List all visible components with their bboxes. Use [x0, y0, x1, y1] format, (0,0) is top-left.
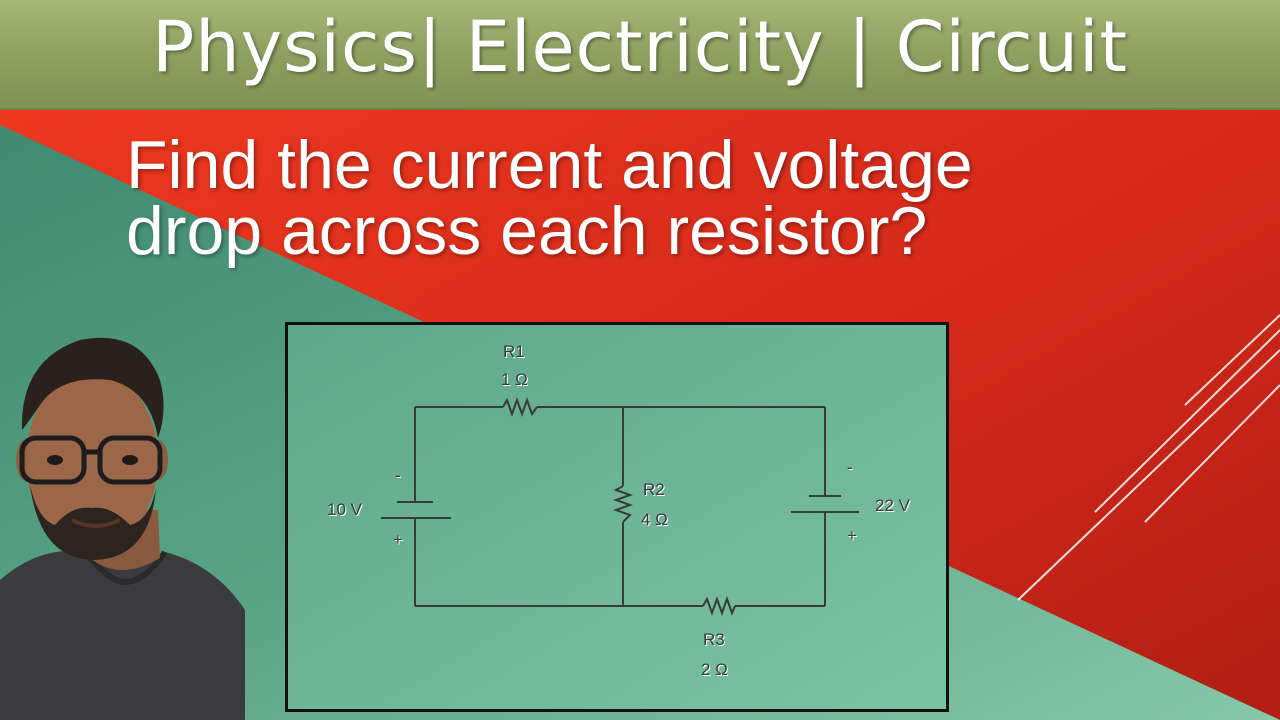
battery-left-voltage-label: 10 V — [327, 500, 362, 519]
r1-name-label: R1 — [503, 342, 525, 361]
resistor-r2-symbol — [613, 485, 633, 523]
r2-value-label: 4 Ω — [641, 510, 668, 529]
question-line-1: Find the current and voltage — [126, 127, 973, 203]
battery-right-symbol — [791, 495, 859, 513]
circuit-diagram: R1 1 Ω R2 4 Ω R3 2 Ω 10 V - + 22 V - + — [285, 322, 949, 712]
presenter-photo — [0, 337, 245, 720]
battery-right-minus-label: - — [847, 458, 853, 477]
battery-right-voltage-label: 22 V — [875, 496, 910, 515]
battery-left-plus-label: + — [393, 530, 403, 549]
slide-title: Physics| Electricity | Circuit — [152, 6, 1128, 88]
r3-value-label: 2 Ω — [701, 660, 728, 679]
decorative-lines — [1017, 314, 1280, 601]
r3-name-label: R3 — [703, 630, 725, 649]
question-line-2: drop across each resistor? — [126, 193, 928, 269]
resistor-r3-symbol — [702, 596, 736, 616]
battery-left-symbol — [381, 501, 451, 519]
battery-left-minus-label: - — [395, 466, 401, 485]
r1-value-label: 1 Ω — [501, 370, 528, 389]
r2-name-label: R2 — [643, 480, 665, 499]
circuit-wires — [414, 406, 826, 607]
title-bar: Physics| Electricity | Circuit — [0, 0, 1280, 110]
question-text: Find the current and voltage drop across… — [126, 127, 1186, 269]
battery-right-plus-label: + — [847, 526, 857, 545]
resistor-r1-symbol — [502, 397, 538, 417]
